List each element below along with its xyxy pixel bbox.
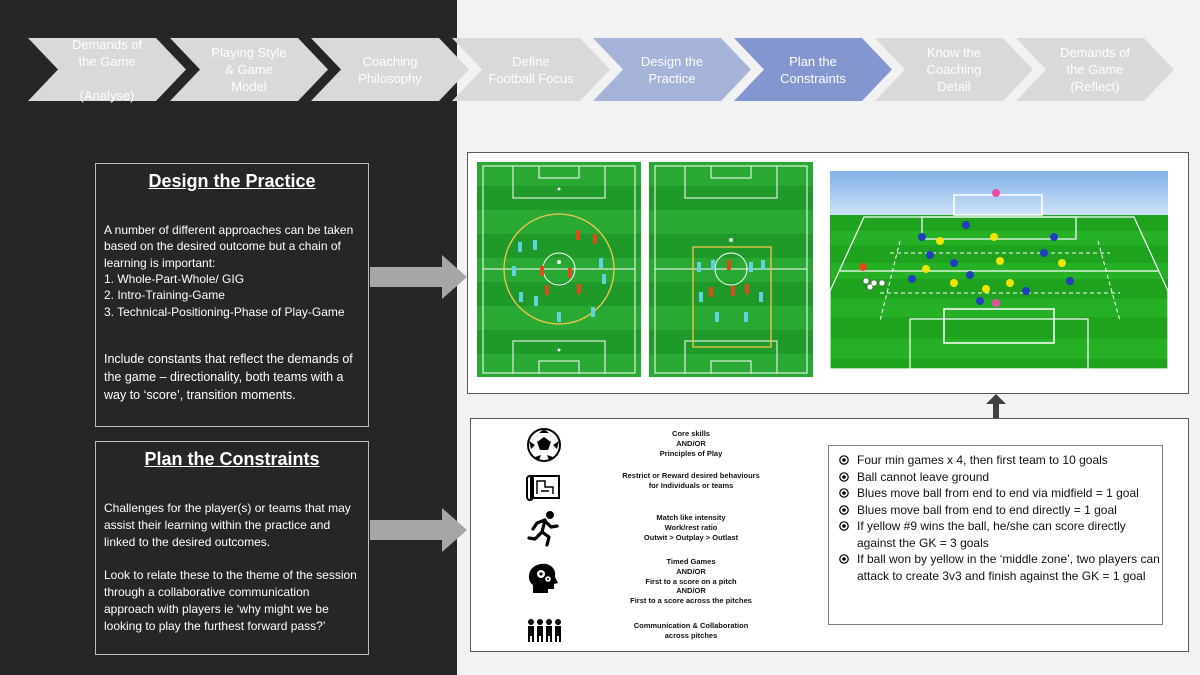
chevron-label: Playing Style & Game Model — [211, 45, 287, 94]
rule-item: Blues move ball from end to end via midf… — [829, 485, 1162, 502]
pitch-diagram-2 — [649, 162, 813, 377]
constraint-row: Restrict or Reward desired behaviours fo… — [471, 467, 821, 507]
blueprint-icon — [526, 475, 560, 501]
pitch-diagram-1 — [477, 162, 641, 377]
list-item: 2. Intro-Training-Game — [104, 288, 225, 303]
football-bullet-icon — [839, 504, 849, 515]
chevron-step-2[interactable]: Playing Style & Game Model — [170, 38, 328, 101]
constraint-row: Timed Games AND/OR First to a score on a… — [471, 553, 821, 605]
rule-item: Four min games x 4, then first team to 1… — [829, 452, 1162, 469]
pitch-diagrams-panel — [467, 152, 1189, 394]
chevron-step-4[interactable]: Define Football Focus — [452, 38, 610, 101]
chevron-step-5[interactable]: Design the Practice — [593, 38, 751, 101]
chevron-label: Plan the Constraints — [780, 53, 846, 86]
list-item: 3. Technical-Positioning-Phase of Play-G… — [104, 304, 345, 319]
chevron-step-3[interactable]: Coaching Philosophy — [311, 38, 469, 101]
constraint-row: Core skills AND/OR Principles of Play — [471, 425, 821, 465]
chevron-label: Coaching Philosophy — [358, 53, 422, 86]
constraint-row: Match like intensity Work/rest ratio Out… — [471, 509, 821, 549]
design-practice-list: 1. Whole-Part-Whole/ GIG 2. Intro-Traini… — [104, 271, 362, 320]
design-practice-constants: Include constants that reflect the deman… — [104, 352, 353, 402]
rule-item: If yellow #9 wins the ball, he/she can s… — [829, 518, 1162, 551]
runner-icon — [527, 511, 559, 547]
chevron-step-6[interactable]: Plan the Constraints — [734, 38, 892, 101]
plan-constraints-title: Plan the Constraints — [144, 449, 320, 469]
rule-item: If ball won by yellow in the ‘middle zon… — [829, 551, 1162, 584]
constraint-row: Communication & Collaboration across pit… — [471, 615, 821, 649]
football-bullet-icon — [839, 471, 849, 482]
chevron-step-8[interactable]: Demands of the Game (Reflect) — [1016, 38, 1174, 101]
constraint-text: Communication & Collaboration across pit… — [633, 621, 749, 640]
chevron-label: Design the Practice — [640, 53, 704, 86]
rule-item: Blues move ball from end to end directly… — [829, 502, 1162, 519]
list-item: 1. Whole-Part-Whole/ GIG — [104, 272, 245, 286]
arrow-right-icon — [370, 255, 467, 299]
pitch-3d-diagram — [830, 171, 1168, 369]
football-icon — [527, 428, 561, 462]
chevron-label: Define Football Focus — [488, 53, 574, 86]
chevron-label: Demands of the Game (Reflect) — [1059, 45, 1131, 94]
practice-rules-box: Four min games x 4, then first team to 1… — [828, 445, 1163, 625]
chevron-label: Know the Coaching Detail — [926, 45, 982, 94]
constraint-text: Timed Games AND/OR First to a score on a… — [630, 557, 752, 606]
football-bullet-icon — [839, 455, 849, 465]
team-icon — [528, 619, 561, 642]
design-practice-box: Design the Practice A number of differen… — [95, 163, 369, 427]
design-practice-intro: A number of different approaches can be … — [104, 223, 354, 270]
plan-constraints-para1: Challenges for the player(s) or teams th… — [104, 501, 351, 549]
chevron-label: Demands of the Game (Analyse) — [71, 36, 143, 103]
football-bullet-icon — [839, 521, 849, 531]
plan-constraints-para2: Look to relate these to the theme of the… — [104, 568, 357, 633]
football-bullet-icon — [839, 488, 849, 498]
football-bullet-icon — [839, 554, 849, 564]
constraint-text: Match like intensity Work/rest ratio Out… — [643, 513, 739, 542]
plan-constraints-box: Plan the Constraints Challenges for the … — [95, 441, 369, 655]
chevron-step-1[interactable]: Demands of the Game (Analyse) — [28, 36, 186, 103]
constraint-text: Core skills AND/OR Principles of Play — [659, 429, 723, 458]
arrow-right-icon — [370, 508, 467, 552]
design-practice-title: Design the Practice — [148, 171, 316, 191]
rule-item: Ball cannot leave ground — [829, 469, 1162, 486]
chevron-step-7[interactable]: Know the Coaching Detail — [875, 38, 1033, 101]
constraint-text: Restrict or Reward desired behaviours fo… — [622, 471, 760, 490]
brain-gears-icon — [528, 563, 558, 593]
